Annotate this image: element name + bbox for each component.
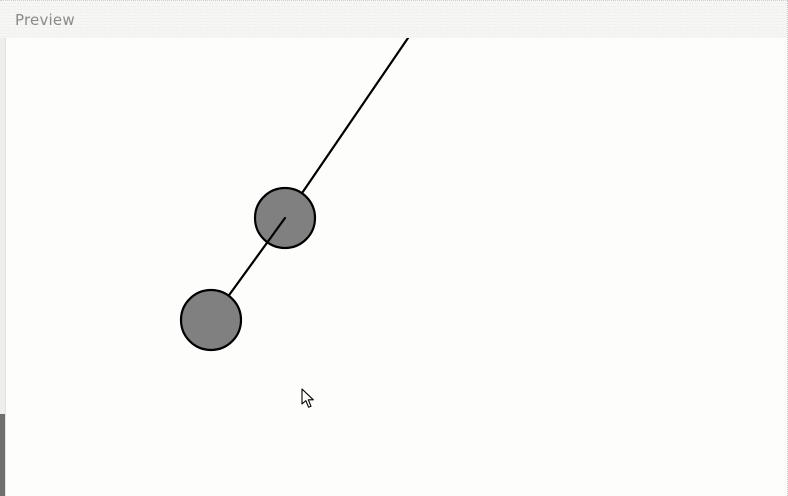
pendulum-bob-lower[interactable] <box>179 288 243 352</box>
preview-title: Preview <box>15 11 75 29</box>
left-scrollbar-track[interactable] <box>0 38 6 496</box>
mouse-pointer-icon <box>301 388 314 408</box>
pendulum-drawing <box>179 38 410 352</box>
preview-canvas[interactable] <box>6 38 785 496</box>
left-scrollbar-thumb[interactable] <box>0 414 5 496</box>
preview-header: Preview <box>0 0 788 38</box>
pendulum-arm-upper <box>283 38 410 220</box>
